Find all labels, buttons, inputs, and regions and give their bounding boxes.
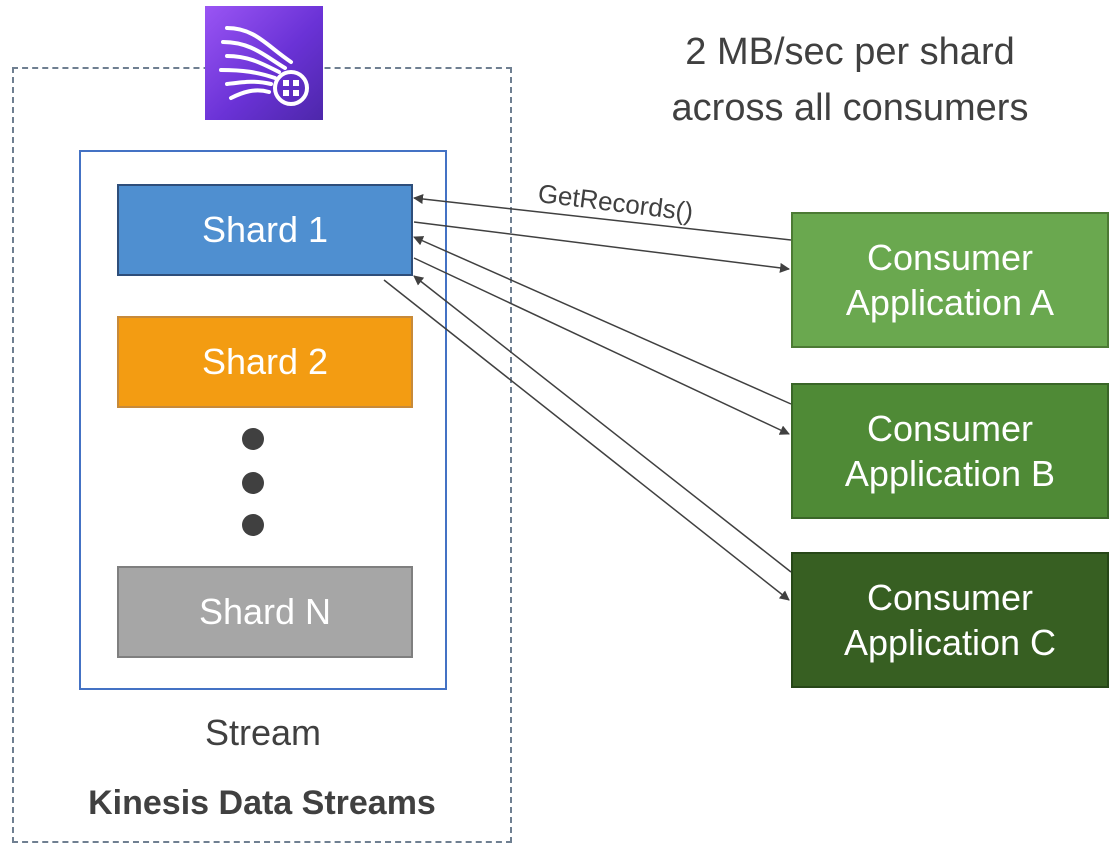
- service-name-label: Kinesis Data Streams: [88, 784, 436, 822]
- shard-n-label: Shard N: [198, 591, 332, 632]
- consumer-application-b: Consumer Application B: [791, 383, 1109, 519]
- ellipsis-dot: [242, 472, 264, 494]
- throughput-note: 2 MB/sec per shard across all consumers: [610, 24, 1090, 136]
- stream-label: Stream: [204, 712, 322, 753]
- consumer-a-line2: Application A: [845, 282, 1055, 323]
- throughput-line-1: 2 MB/sec per shard: [685, 31, 1015, 73]
- arrow-shard-to-consumer-b: [413, 257, 790, 435]
- arrow-consumer-b-to-shard: [413, 236, 792, 405]
- ellipsis-dot: [242, 514, 264, 536]
- consumer-application-c: Consumer Application C: [791, 552, 1109, 688]
- throughput-line-2: across all consumers: [671, 87, 1029, 129]
- shard-1: Shard 1: [117, 184, 413, 276]
- consumer-b-line2: Application B: [844, 453, 1056, 494]
- consumer-a-line1: Consumer: [866, 237, 1034, 278]
- shard-2-label: Shard 2: [201, 341, 329, 382]
- shard-2: Shard 2: [117, 316, 413, 408]
- arrow-shard-to-consumer-a: [413, 221, 790, 273]
- arrow-shard-to-consumer-c: [383, 279, 790, 601]
- ellipsis-dot: [242, 428, 264, 450]
- shard-1-label: Shard 1: [201, 209, 329, 250]
- kinesis-data-streams-icon: [205, 6, 323, 120]
- shard-n: Shard N: [117, 566, 413, 658]
- arrow-consumer-a-to-shard: [413, 194, 792, 241]
- kinesis-streams-glyph: [219, 26, 309, 106]
- consumer-b-line1: Consumer: [866, 408, 1034, 449]
- consumer-c-line1: Consumer: [866, 577, 1034, 618]
- arrow-consumer-c-to-shard: [413, 275, 792, 573]
- consumer-c-line2: Application C: [843, 622, 1057, 663]
- consumer-application-a: Consumer Application A: [791, 212, 1109, 348]
